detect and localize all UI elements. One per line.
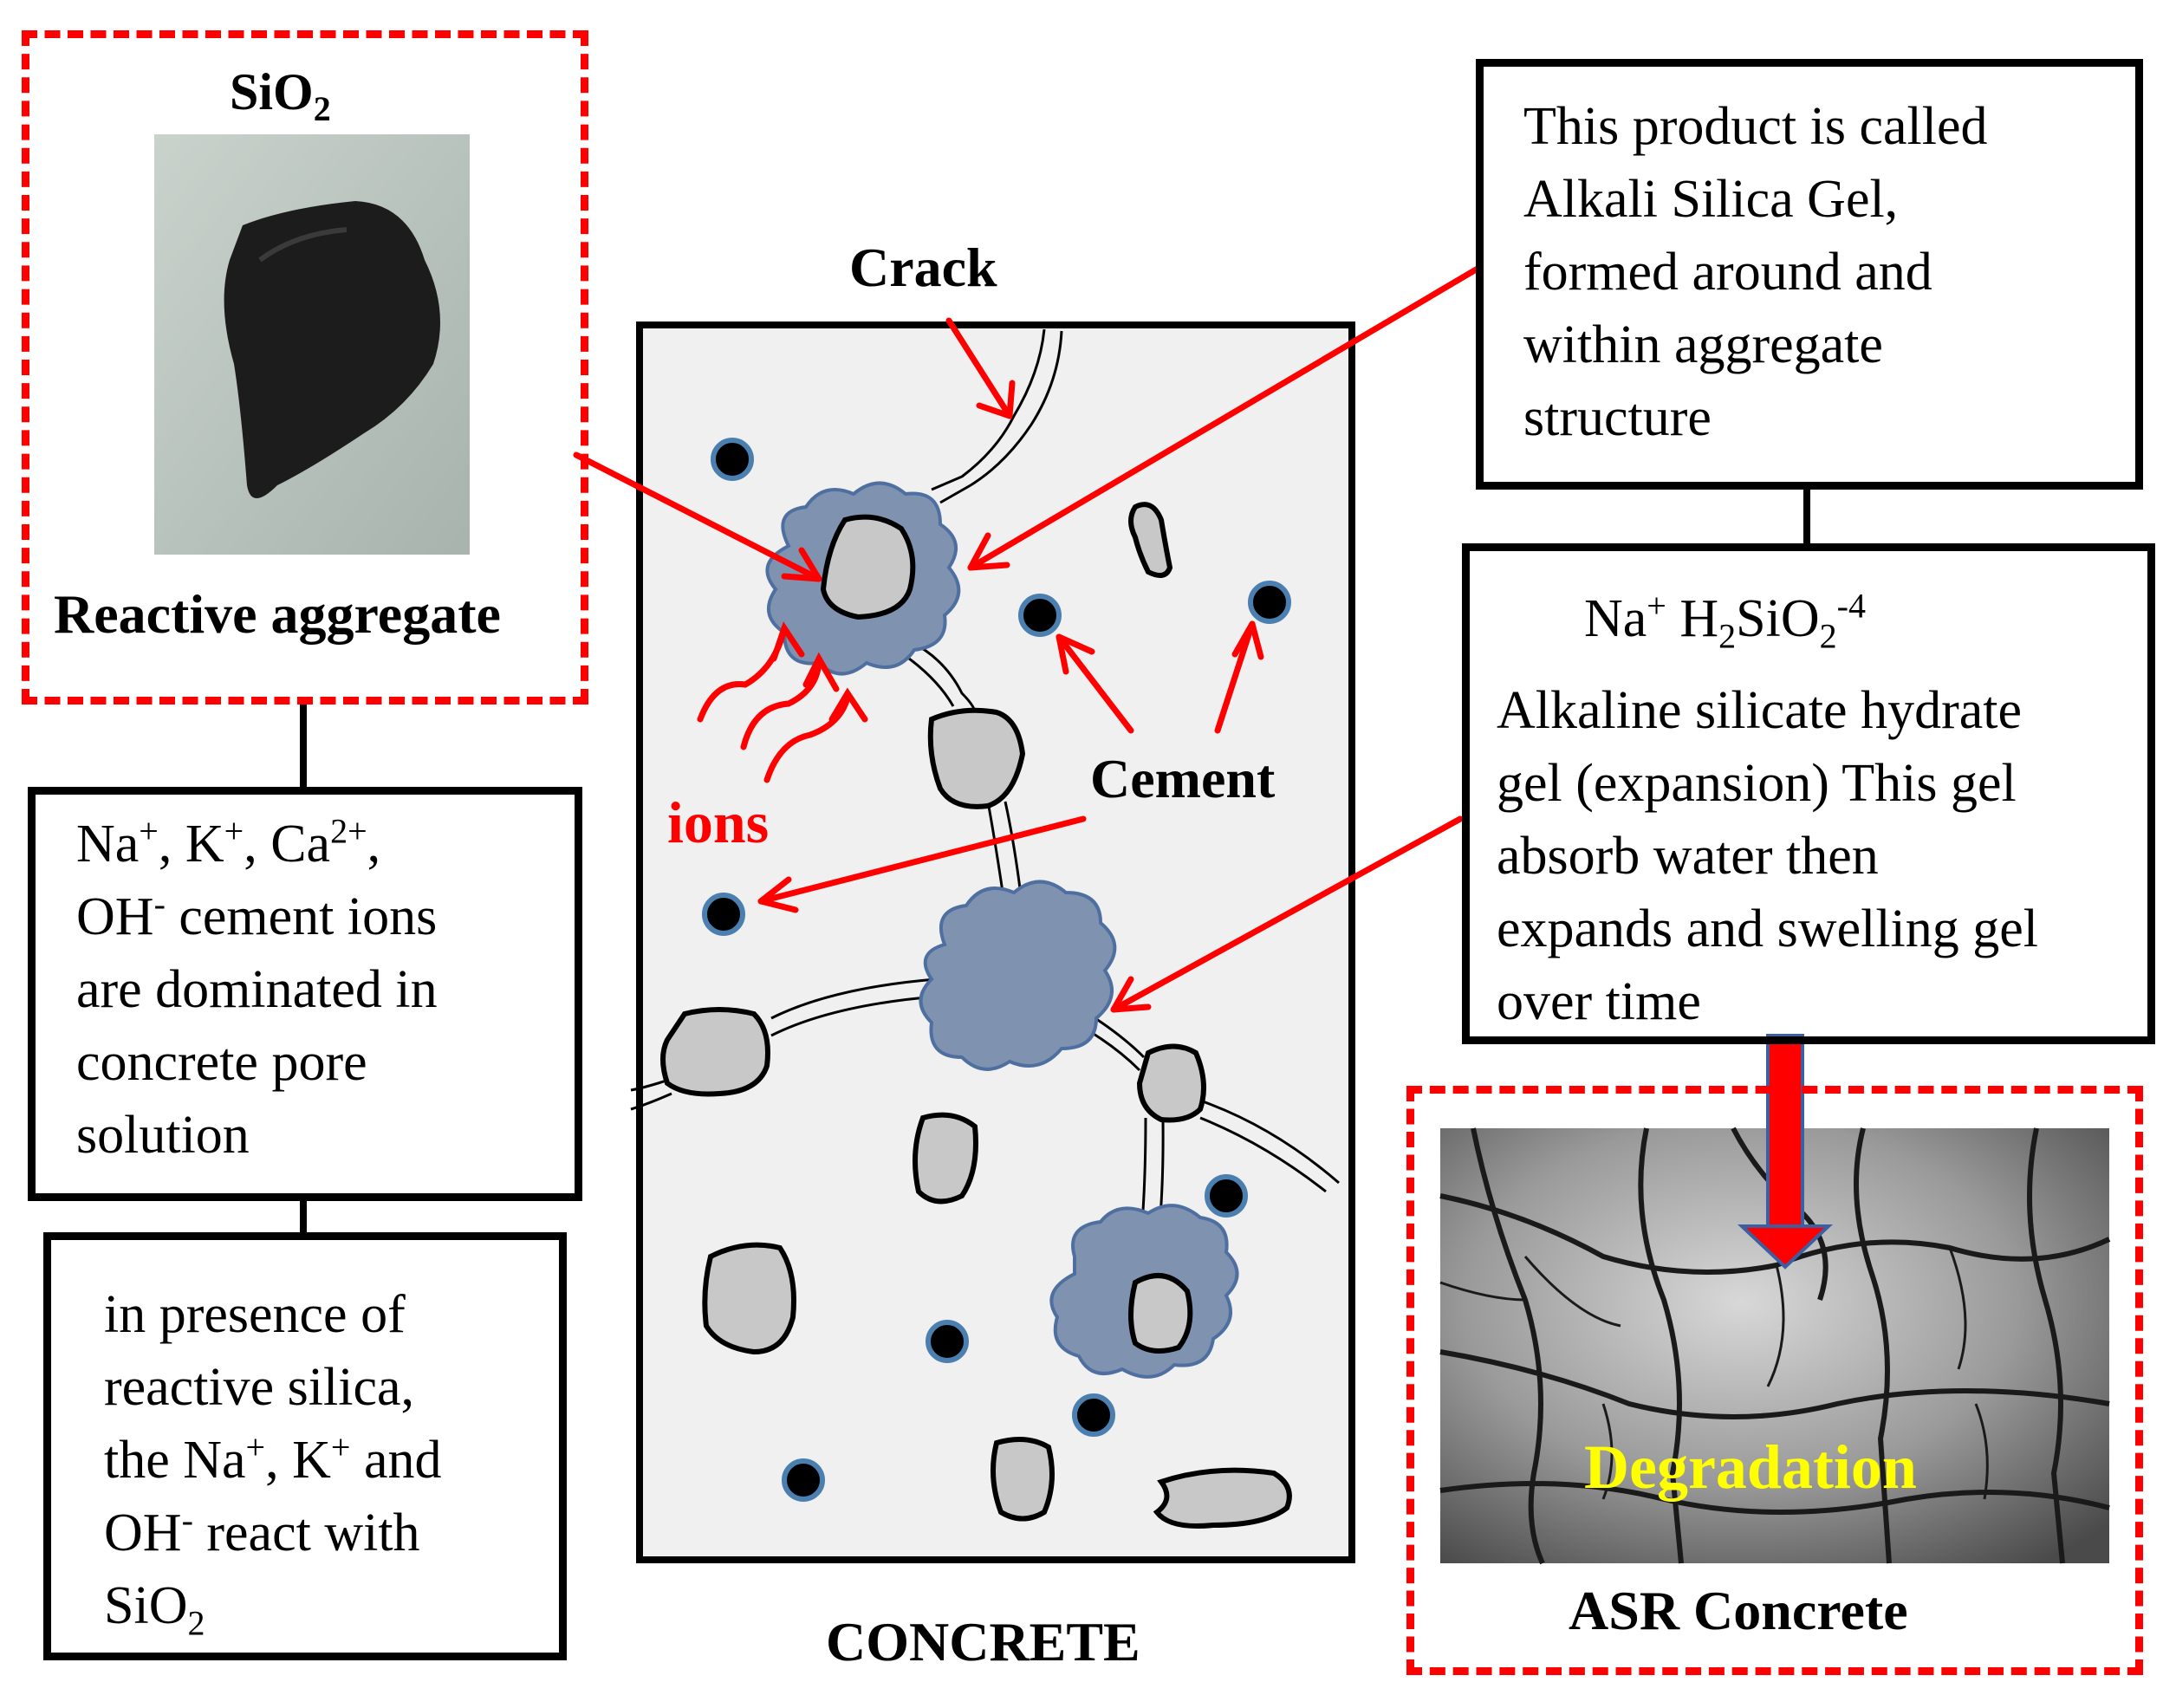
- concrete-caption: CONCRETE: [826, 1611, 1140, 1672]
- cement-ions-text: Na+, K+, Ca2+, OH- cement ions are domin…: [76, 811, 438, 1165]
- aggregate-photo: [154, 134, 470, 555]
- aggregates: [660, 502, 1292, 1529]
- cement-ions-box: [28, 787, 582, 1201]
- red-arrows: [573, 265, 1481, 1013]
- asr-concrete-caption: ASR Concrete: [1569, 1580, 1908, 1641]
- asr-concrete-panel: [1406, 1086, 2143, 1675]
- reaction-box: [43, 1232, 567, 1660]
- hydrate-box-text: Alkaline silicate hydrate gel (expansion…: [1497, 681, 2039, 1031]
- gel-box-text: This product is called Alkali Silica Gel…: [1523, 97, 1988, 447]
- reactive-aggregate-caption: Reactive aggregate: [54, 583, 501, 645]
- hydrate-formula: Na+ H2SiO2-4: [1584, 586, 1866, 656]
- reactive-aggregate-panel: [22, 30, 588, 705]
- degradation-arrow: [1737, 1034, 1834, 1270]
- degradation-label: Degradation: [1584, 1432, 1917, 1502]
- gel-box: [1476, 59, 2143, 490]
- reaction-text: in presence of reactive silica, the Na+,…: [104, 1285, 442, 1643]
- sio2-label: SiO2: [230, 63, 331, 128]
- cement-particles: [702, 438, 1291, 1502]
- ions-label: ions: [667, 789, 770, 855]
- crack-label: Crack: [849, 237, 997, 298]
- cement-label: Cement: [1090, 748, 1276, 809]
- hydrate-box: [1462, 543, 2155, 1044]
